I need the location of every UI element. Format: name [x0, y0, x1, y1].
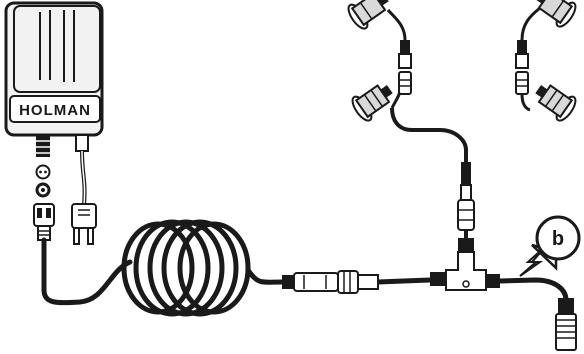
mains-plug: [71, 150, 97, 245]
cable-coil: [121, 219, 251, 317]
light-fitting-4: [535, 84, 577, 122]
socket-round-icon: [35, 182, 51, 198]
output-plug: [33, 203, 55, 241]
brand-label-plate: [9, 95, 101, 123]
cable-right-bottom: [520, 93, 531, 112]
cable-to-coil: [41, 237, 133, 306]
callout-circle: [535, 215, 581, 261]
light-fitting-2: [347, 0, 389, 30]
brand-label: HOLMAN: [19, 102, 91, 119]
inline-connector-1: [282, 270, 379, 294]
light-fitting-3: [535, 0, 577, 28]
socket-two-pin-icon: [35, 164, 51, 180]
cable-to-tee: [377, 277, 431, 285]
upper-connector-2: [515, 40, 529, 95]
light-fitting-1: [351, 84, 393, 122]
cable-coil-exit: [245, 268, 283, 285]
branch-connector: [457, 162, 475, 231]
transformer: HOLMAN: [4, 1, 104, 157]
cable-right-top: [520, 6, 541, 41]
callout-label: b: [552, 228, 564, 250]
callout-b: b: [519, 215, 581, 277]
cable-branch-up: [390, 107, 468, 162]
cable-to-fitting-b: [499, 277, 569, 301]
cable-to-fitting-2: [386, 9, 407, 41]
fitting-b-connector: [555, 298, 577, 351]
upper-connector-1: [398, 40, 412, 95]
tee-connector: [430, 238, 500, 291]
